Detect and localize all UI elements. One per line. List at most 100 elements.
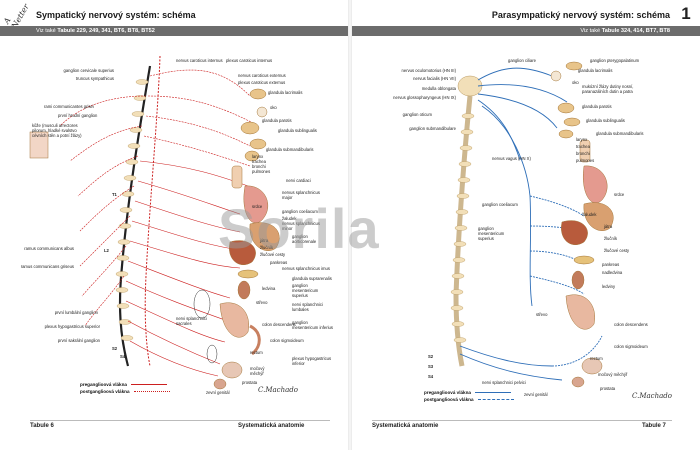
trachea-shape-right: [579, 139, 591, 163]
label-zlucove-cesty-right: žlučové cesty: [604, 248, 630, 253]
right-page-title: Parasympatický nervový systém: schéma: [491, 10, 670, 20]
label-pulmones: pulmones: [252, 169, 271, 174]
sympathetic-diagram: [29, 55, 280, 390]
label-nervi-splanchnici-pelvici: nervi splanchnici pelvici: [482, 380, 526, 385]
spinal-mark-s4-right: S4: [428, 374, 434, 379]
label-colon-descendens-right: colon descendens: [614, 322, 648, 327]
left-footer-section: Systematická anatomie: [238, 423, 305, 429]
label-glandula-lacrimalis: glandula lacrimalis: [268, 90, 303, 95]
right-page: 1 Parasympatický nervový systém: schéma …: [352, 0, 700, 450]
label-plexus-hypogastricus-superior: plexus hypogastricus superior: [44, 324, 100, 329]
pancreas-shape: [237, 269, 259, 279]
label-glandula-submandibularis-right: glandula submandibularis: [596, 131, 644, 136]
label-nervus-caroticus-externus: nervus caroticus externus: [238, 73, 286, 78]
right-legend-pre: preganglioová vlákna: [424, 390, 511, 395]
label-srdce: srdce: [252, 204, 263, 209]
label-zlucnik-right: žlučník: [604, 236, 618, 241]
label-oko: oko: [270, 105, 277, 110]
label-nervus-splanchnicus-minor: nervus splanchnicus minor: [282, 221, 320, 231]
right-signature: C.Machado: [632, 392, 672, 400]
stomach-shape: [249, 222, 280, 251]
left-see-also-bar: Viz také Tabule 229, 249, 341, BT6, BT8,…: [0, 26, 348, 36]
right-footer-rule: [372, 420, 672, 421]
label-larynx-right: larynx: [576, 137, 588, 142]
label-prostata: prostata: [242, 380, 258, 385]
label-prvni-sakralni-ganglion: první sakrální ganglion: [57, 338, 100, 343]
eye-shape: [256, 106, 268, 118]
label-ganglion-mesentericum-superius-right: ganglion mesentericum superius: [478, 226, 505, 241]
label-bronchi-right: bronchi: [576, 151, 590, 156]
chapter-number: 1: [681, 4, 691, 23]
label-plexus-caroticus-internus: plexus caroticus internus: [226, 58, 273, 63]
label-zevni-genital: zevní genitál: [206, 390, 230, 395]
right-footer-section: Systematická anatomie: [372, 423, 439, 429]
spinal-mark-s4: S4: [120, 354, 126, 359]
vertebral-column-right: [450, 113, 475, 343]
label-strevo: střevo: [256, 300, 268, 305]
label-medulla-oblongata: medulla oblongata: [421, 86, 456, 91]
label-nervus-facialis: nervus facialis (HN VII): [413, 76, 456, 81]
label-mukozni-zlazy: mukózní žlázy dutiny nosní, paranazálníc…: [582, 84, 634, 94]
left-legend-post-swatch: [133, 391, 170, 393]
sacral-splanchnic-oval: [206, 344, 218, 364]
submandibular-shape-right: [558, 129, 574, 139]
eye-shape-right: [550, 70, 562, 82]
bladder-shape: [221, 361, 243, 379]
label-nervus-vagus: nervus vagus (HN X): [492, 156, 531, 161]
left-legend-pre-text: preganglioová vlákna: [80, 382, 127, 387]
left-footer-plate: Tabule 6: [30, 423, 54, 429]
label-prvni-lumbalni-ganglion: první lumbální ganglion: [54, 310, 98, 315]
lacrimal-gland-shape: [249, 88, 267, 100]
right-legend-post-swatch: [477, 399, 514, 401]
label-srdce-right: srdce: [614, 192, 625, 197]
label-glandula-sublingualis: glandula sublingualis: [278, 128, 317, 133]
submandibular-shape: [244, 150, 260, 162]
label-glandula-parotis: glandula parotis: [262, 118, 292, 123]
sublingual-shape: [249, 138, 267, 150]
label-ganglion-ciliare: ganglion ciliare: [508, 58, 536, 63]
spinal-mark-l2: L2: [104, 248, 109, 253]
label-jatra-right: játra: [604, 224, 613, 229]
label-ramus-communicans-albus: ramus communicans albus: [24, 246, 74, 251]
genital-shape-right: [571, 376, 585, 388]
sublingual-shape-right: [563, 117, 581, 127]
left-page-title: Sympatický nervový systém: schéma: [36, 10, 196, 20]
book-gutter: [348, 0, 352, 450]
liver-shape-right: [561, 220, 588, 246]
label-glandula-parotis-right: glandula parotis: [582, 104, 612, 109]
label-nervus-oculomotorius: nervus oculomotorius (HN III): [401, 68, 456, 73]
skin-shape: [29, 131, 49, 159]
label-zevni-genital-right: zevní genitál: [524, 392, 548, 397]
genital-shape: [213, 378, 227, 390]
label-trachea-right: trachea: [576, 144, 590, 149]
label-ramus-communicans-griseus: ramus communicans griseus: [20, 264, 74, 269]
intestine-shape-right: [565, 294, 596, 330]
label-ledviny: ledviny: [602, 284, 616, 289]
label-zlucove-cesty: žlučové cesty: [260, 252, 286, 257]
label-zlucnik: žlučník: [260, 245, 274, 250]
label-ganglion-aorticorenale: ganglion aorticorenale: [292, 234, 317, 244]
label-kuze: kůže (musculi arrectores pilorum, hladké…: [32, 123, 82, 138]
label-nervus-splanchnicus-imus: nervus splanchnicus imus: [282, 266, 330, 271]
right-see-also-prefix: Viz také: [580, 28, 601, 34]
label-colon-descendens: colon descendens: [262, 322, 296, 327]
label-pulmones-right: pulmones: [576, 158, 595, 163]
label-glandula-lacrimalis-right: glandula lacrimalis: [578, 68, 613, 73]
label-zaludek: žaludek: [282, 216, 297, 221]
left-signature: C.Machado: [258, 386, 298, 394]
label-mocovy-mechyr: močový měchýř: [250, 366, 265, 376]
label-mocovy-mechyr-right: močový měchýř: [598, 372, 628, 377]
left-legend-pre-swatch: [130, 384, 167, 386]
heart-shape-right: [582, 165, 608, 204]
label-ganglion-submandibulare: ganglion submandibulare: [409, 126, 456, 131]
bladder-shape-right: [581, 357, 603, 375]
pancreas-shape-right: [573, 255, 595, 265]
label-colon-sigmoideum-right: colon sigmoideum: [614, 344, 648, 349]
label-strevo-right: střevo: [536, 312, 548, 317]
left-footer-rule: [30, 420, 330, 421]
vertebral-column: [115, 79, 149, 341]
label-nervus-splanchnicus-major: nervus splanchnicus major: [282, 190, 320, 200]
heart-shape: [243, 185, 268, 224]
trachea-shape: [231, 165, 243, 189]
